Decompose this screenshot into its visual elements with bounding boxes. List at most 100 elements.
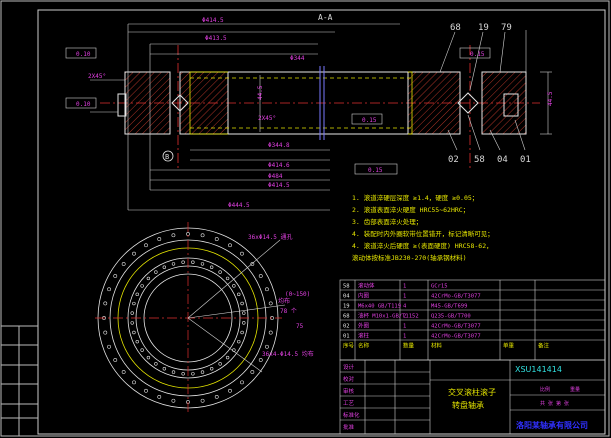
tol-right-top: 0.15	[470, 51, 485, 58]
right-outer-ring-section	[481, 71, 527, 135]
inner-hole	[181, 372, 185, 376]
inner-hole	[218, 362, 222, 366]
bom-cell: 4	[403, 304, 407, 310]
dimension-lines	[127, 23, 552, 211]
inner-hole	[225, 355, 230, 360]
bom-header-cell: 数量	[403, 342, 415, 350]
bom-cell: 内圈	[358, 292, 370, 300]
callout-04: 04	[497, 155, 508, 165]
title-row-label: 审核	[343, 387, 355, 395]
outer-hole	[250, 370, 255, 374]
tol-mid-flatness: 0.15	[362, 117, 377, 124]
bom-cell: GCr15	[431, 284, 448, 290]
plan-view	[95, 222, 286, 414]
bom-cell: 1	[403, 334, 406, 340]
callouts: 68 19 79 02 58 04 01	[448, 23, 531, 165]
bom-cell: 68	[343, 314, 350, 320]
dim-d1: Φ414.5	[202, 17, 224, 24]
tol-bottom-c: 0.15	[368, 167, 383, 174]
plan-holes-top: 36xΦ14.5 通孔	[248, 233, 293, 241]
bom-cell: 滚动体	[358, 282, 375, 290]
bom-cell: 外圈	[358, 322, 370, 330]
inner-hole	[200, 262, 205, 266]
inner-hole	[209, 265, 214, 269]
bom-cell: 42CrMo-GB/T3077	[431, 294, 481, 300]
bom-header-cell: 单重	[503, 342, 515, 350]
callout-68: 68	[450, 23, 461, 33]
outer-hole	[144, 243, 148, 248]
right-inner-ring-section	[407, 71, 461, 135]
outer-hole	[132, 251, 136, 256]
plan-slot-label: (0~150)	[285, 291, 310, 298]
outer-hole	[200, 233, 205, 238]
bom-cell: M6x40 GB/T119	[358, 304, 401, 310]
inner-hole	[132, 330, 136, 335]
callout-01: 01	[520, 155, 531, 165]
inner-hole	[200, 370, 205, 374]
outer-hole	[228, 388, 232, 393]
inner-hole	[209, 367, 214, 371]
plan-hole-spec: 78 个	[280, 308, 297, 315]
dim-d2: Φ413.5	[205, 35, 227, 42]
bom-cell: 58	[343, 284, 350, 290]
bom-cell: 42CrMo-GB/T3077	[431, 334, 481, 340]
bom-cell: 04	[343, 294, 350, 300]
inner-hole	[132, 301, 136, 306]
sheet-label: 共 张 第 张	[540, 400, 569, 407]
plan-ring-note: 均布	[278, 297, 290, 305]
inner-hole	[191, 372, 195, 376]
bom-cell: M45-GB/T699	[431, 304, 467, 310]
outer-hole	[103, 330, 108, 335]
tolerance-frames	[65, 47, 491, 175]
tol-left-top: 0.10	[76, 51, 91, 58]
inner-hole	[237, 339, 241, 344]
bore-profile	[228, 66, 408, 140]
outer-hole	[157, 237, 162, 241]
inner-hole	[232, 284, 236, 288]
outer-hole	[265, 287, 269, 292]
outer-hole	[200, 398, 205, 403]
drawing-number: XSU141414	[515, 365, 562, 374]
bom-header-cell: 序号	[343, 342, 355, 350]
weight-label: 重量	[570, 386, 580, 393]
outer-hole	[214, 237, 219, 241]
inner-hole	[130, 311, 134, 315]
bom-cell: 2	[403, 314, 406, 320]
note-5: 4. 滚道淬火后硬度 ≥(表面硬度) HRC58-62，	[352, 241, 493, 250]
callout-leaders	[90, 31, 526, 151]
outer-hole	[240, 251, 244, 256]
note-3: 3. 齿部表面淬火处理；	[352, 217, 422, 226]
inner-hole	[171, 262, 176, 266]
bom-cell: 滚柱	[358, 332, 370, 340]
outer-hole	[258, 358, 263, 362]
outer-hole	[265, 344, 269, 349]
dim-d5: Φ414.6	[268, 162, 290, 169]
title-row-label: 设计	[343, 363, 355, 371]
outer-hole	[107, 287, 111, 292]
outer-hole	[144, 388, 148, 393]
outer-hole	[121, 370, 126, 374]
dimension-texts: Φ414.5 Φ413.5 Φ344 Φ344.8 Φ414.6 Φ414.5 …	[88, 17, 554, 209]
inner-hole	[162, 265, 167, 269]
outer-hole	[228, 243, 232, 248]
dim-d7: Φ444.5	[228, 202, 250, 209]
outer-hole	[157, 395, 162, 399]
dim-h2: 44.5	[257, 85, 264, 100]
outer-hole	[121, 262, 126, 266]
right-roller-diamond	[457, 92, 479, 114]
bom-cell: 42CrMo-GB/T3077	[431, 324, 481, 330]
scale-label: 比例	[540, 386, 550, 393]
outer-hole	[258, 274, 263, 278]
inner-hole	[154, 270, 158, 274]
note-6: 滚动体按标准JB230-270(轴承钢材料)	[352, 253, 467, 262]
dim-d6: Φ414.5	[268, 182, 290, 189]
inner-hole	[242, 321, 246, 325]
outer-hole	[268, 301, 273, 306]
inner-hole	[242, 311, 246, 315]
left-inner-ring-section	[179, 71, 229, 135]
inner-hole	[154, 362, 158, 366]
dim-d3: Φ344	[290, 55, 305, 62]
bom-cell: Q235-GB/T700	[431, 314, 471, 320]
